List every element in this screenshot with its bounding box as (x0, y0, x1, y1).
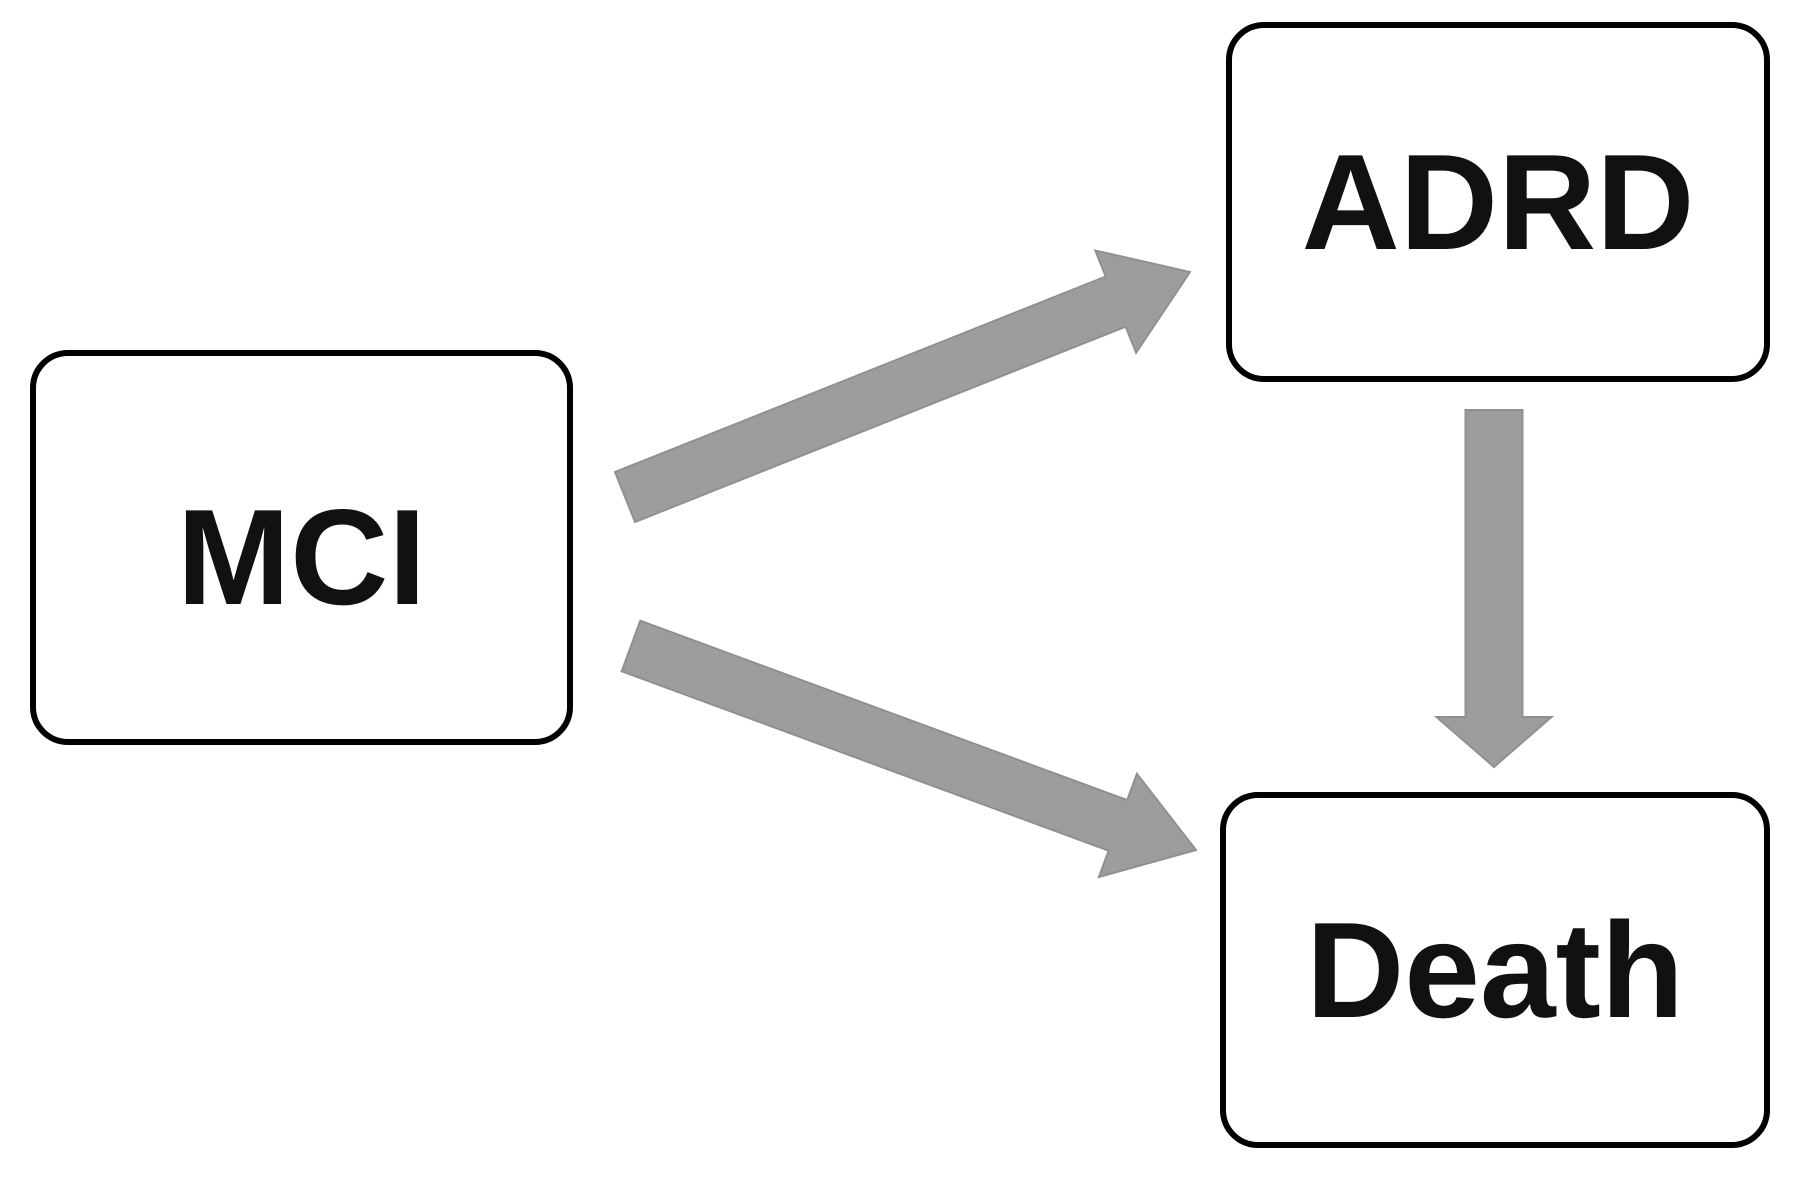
node-death: Death (1220, 792, 1770, 1148)
node-mci: MCI (30, 350, 573, 745)
node-adrd: ADRD (1226, 22, 1770, 382)
arrow-adrd-to-death-icon (1433, 409, 1555, 769)
arrow-mci-to-death-icon (620, 619, 1198, 879)
node-adrd-label: ADRD (1301, 126, 1695, 278)
arrow-mci-to-adrd-icon (613, 249, 1192, 524)
node-death-label: Death (1306, 894, 1684, 1046)
node-mci-label: MCI (176, 480, 427, 633)
